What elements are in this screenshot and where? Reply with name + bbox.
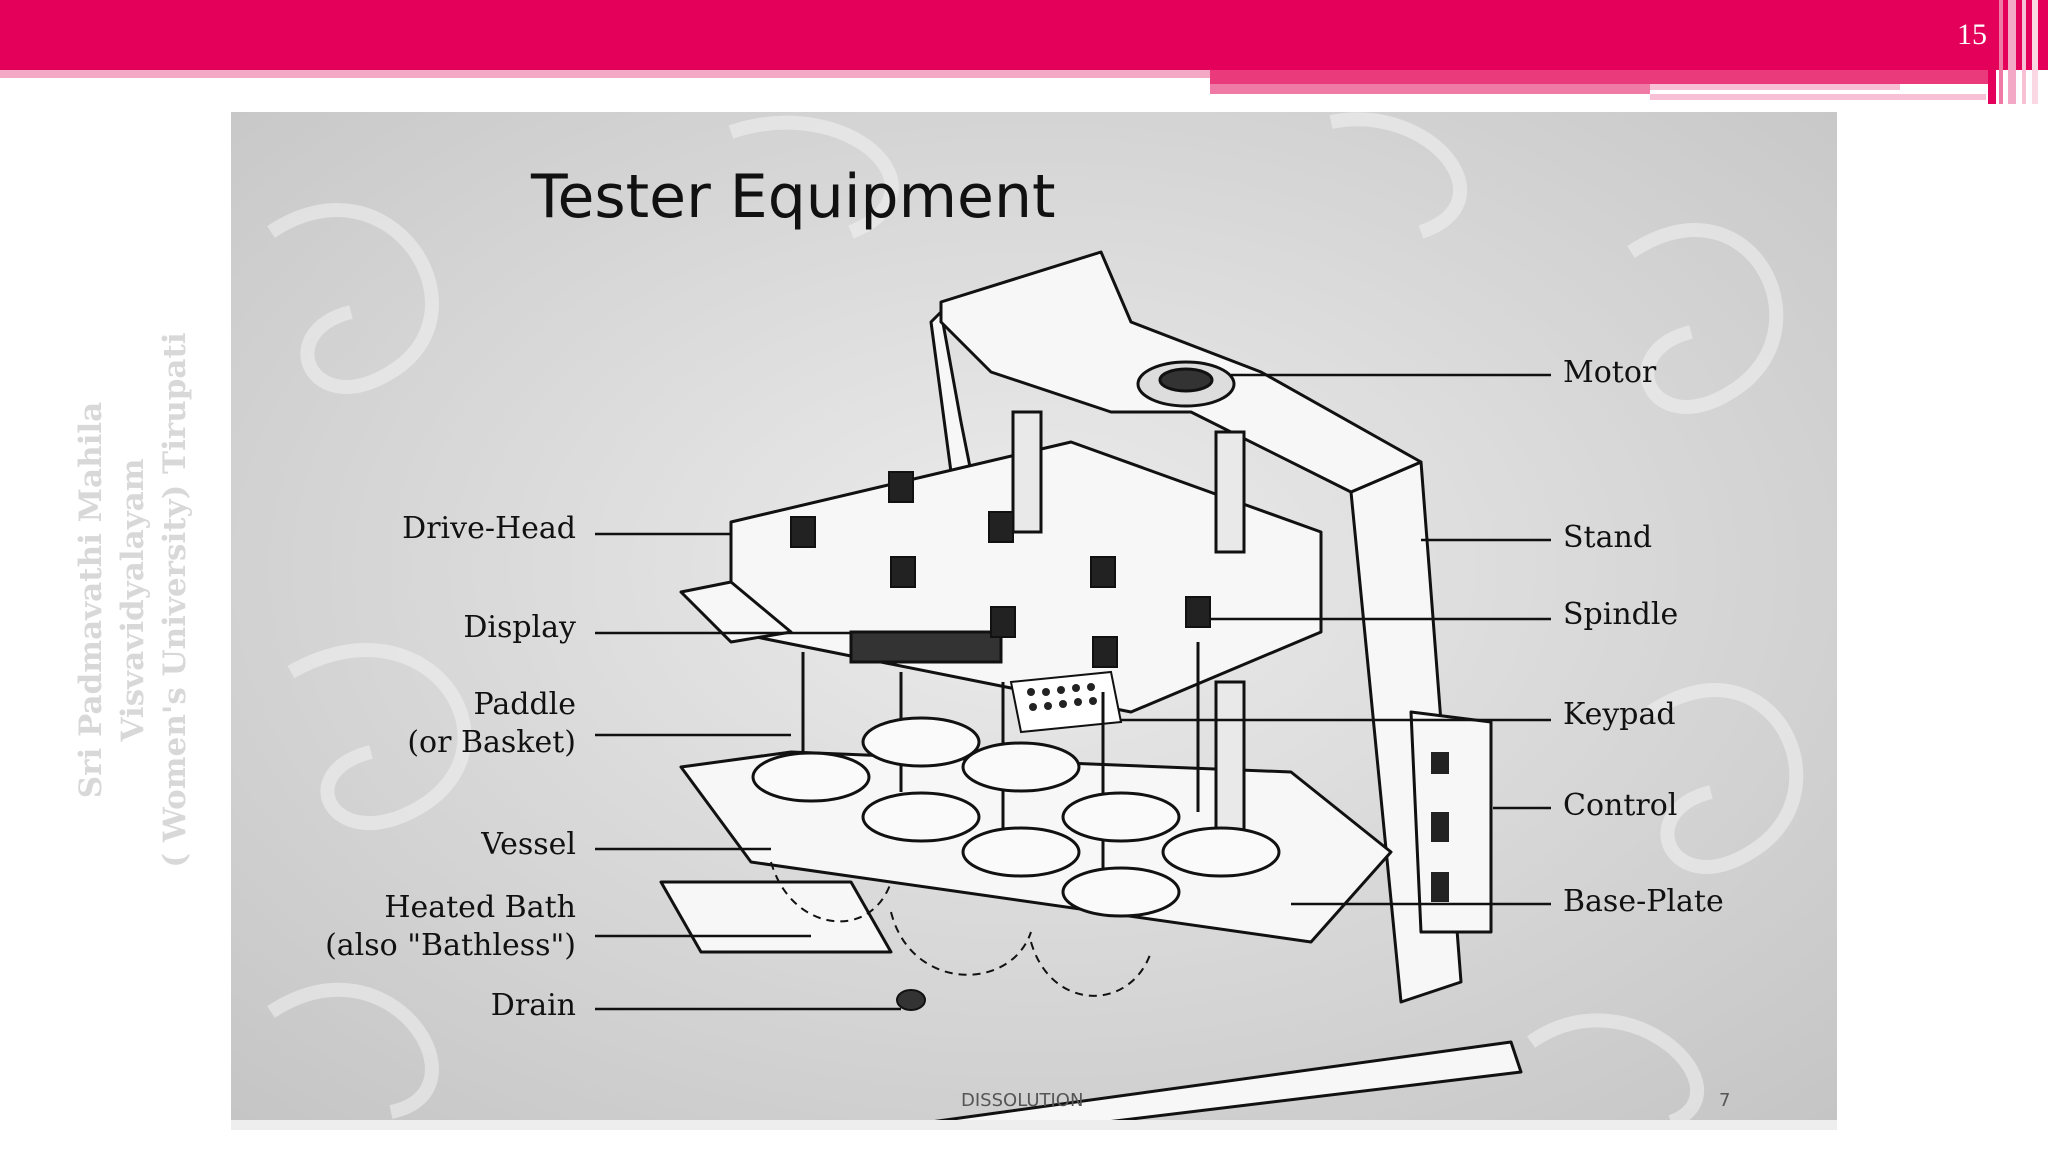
label-vessel: Vessel [481, 827, 576, 862]
header-stripe [1210, 70, 1988, 84]
label-paddle: Paddle [473, 687, 576, 722]
university-subtitle: ( Women's University) Tirupati [157, 332, 193, 868]
label-base-plate: Base-Plate [1563, 884, 1724, 919]
label-heated-bath-note: (also "Bathless") [325, 928, 576, 963]
header-vertical-bar [1988, 0, 1996, 104]
header-underline [0, 70, 1210, 78]
header-vertical-bar [2022, 0, 2026, 104]
header-bar [0, 0, 2048, 70]
label-spindle: Spindle [1563, 597, 1679, 632]
label-control: Control [1563, 788, 1678, 823]
image-bottom-strip [231, 1120, 1837, 1130]
label-drive-head: Drive-Head [402, 511, 576, 546]
header-stripe [1650, 84, 1900, 90]
university-name: Sri Padmavathi Mahila Visvavidyalayam [73, 401, 151, 799]
label-paddle-note: (or Basket) [407, 725, 576, 760]
slide-image: Tester Equipment Drive-Head Display Padd… [231, 112, 1837, 1130]
slide-number: 15 [1957, 18, 1987, 51]
slide-title: Tester Equipment [531, 162, 1056, 232]
header-stripe [1650, 94, 1986, 100]
header-vertical-bar [2032, 0, 2038, 104]
label-display: Display [463, 610, 576, 645]
label-motor: Motor [1563, 355, 1657, 390]
header-vertical-bar [2008, 0, 2016, 104]
header-vertical-bar [1999, 0, 2003, 104]
slide-footer: DISSOLUTION [961, 1090, 1084, 1111]
header-stripe [1210, 84, 1650, 94]
label-stand: Stand [1563, 520, 1653, 555]
label-keypad: Keypad [1563, 697, 1676, 732]
dissolution-tester-diagram [231, 112, 1837, 1130]
label-heated-bath: Heated Bath [384, 890, 576, 925]
label-drain: Drain [490, 988, 576, 1023]
inner-page-number: 7 [1719, 1090, 1731, 1111]
